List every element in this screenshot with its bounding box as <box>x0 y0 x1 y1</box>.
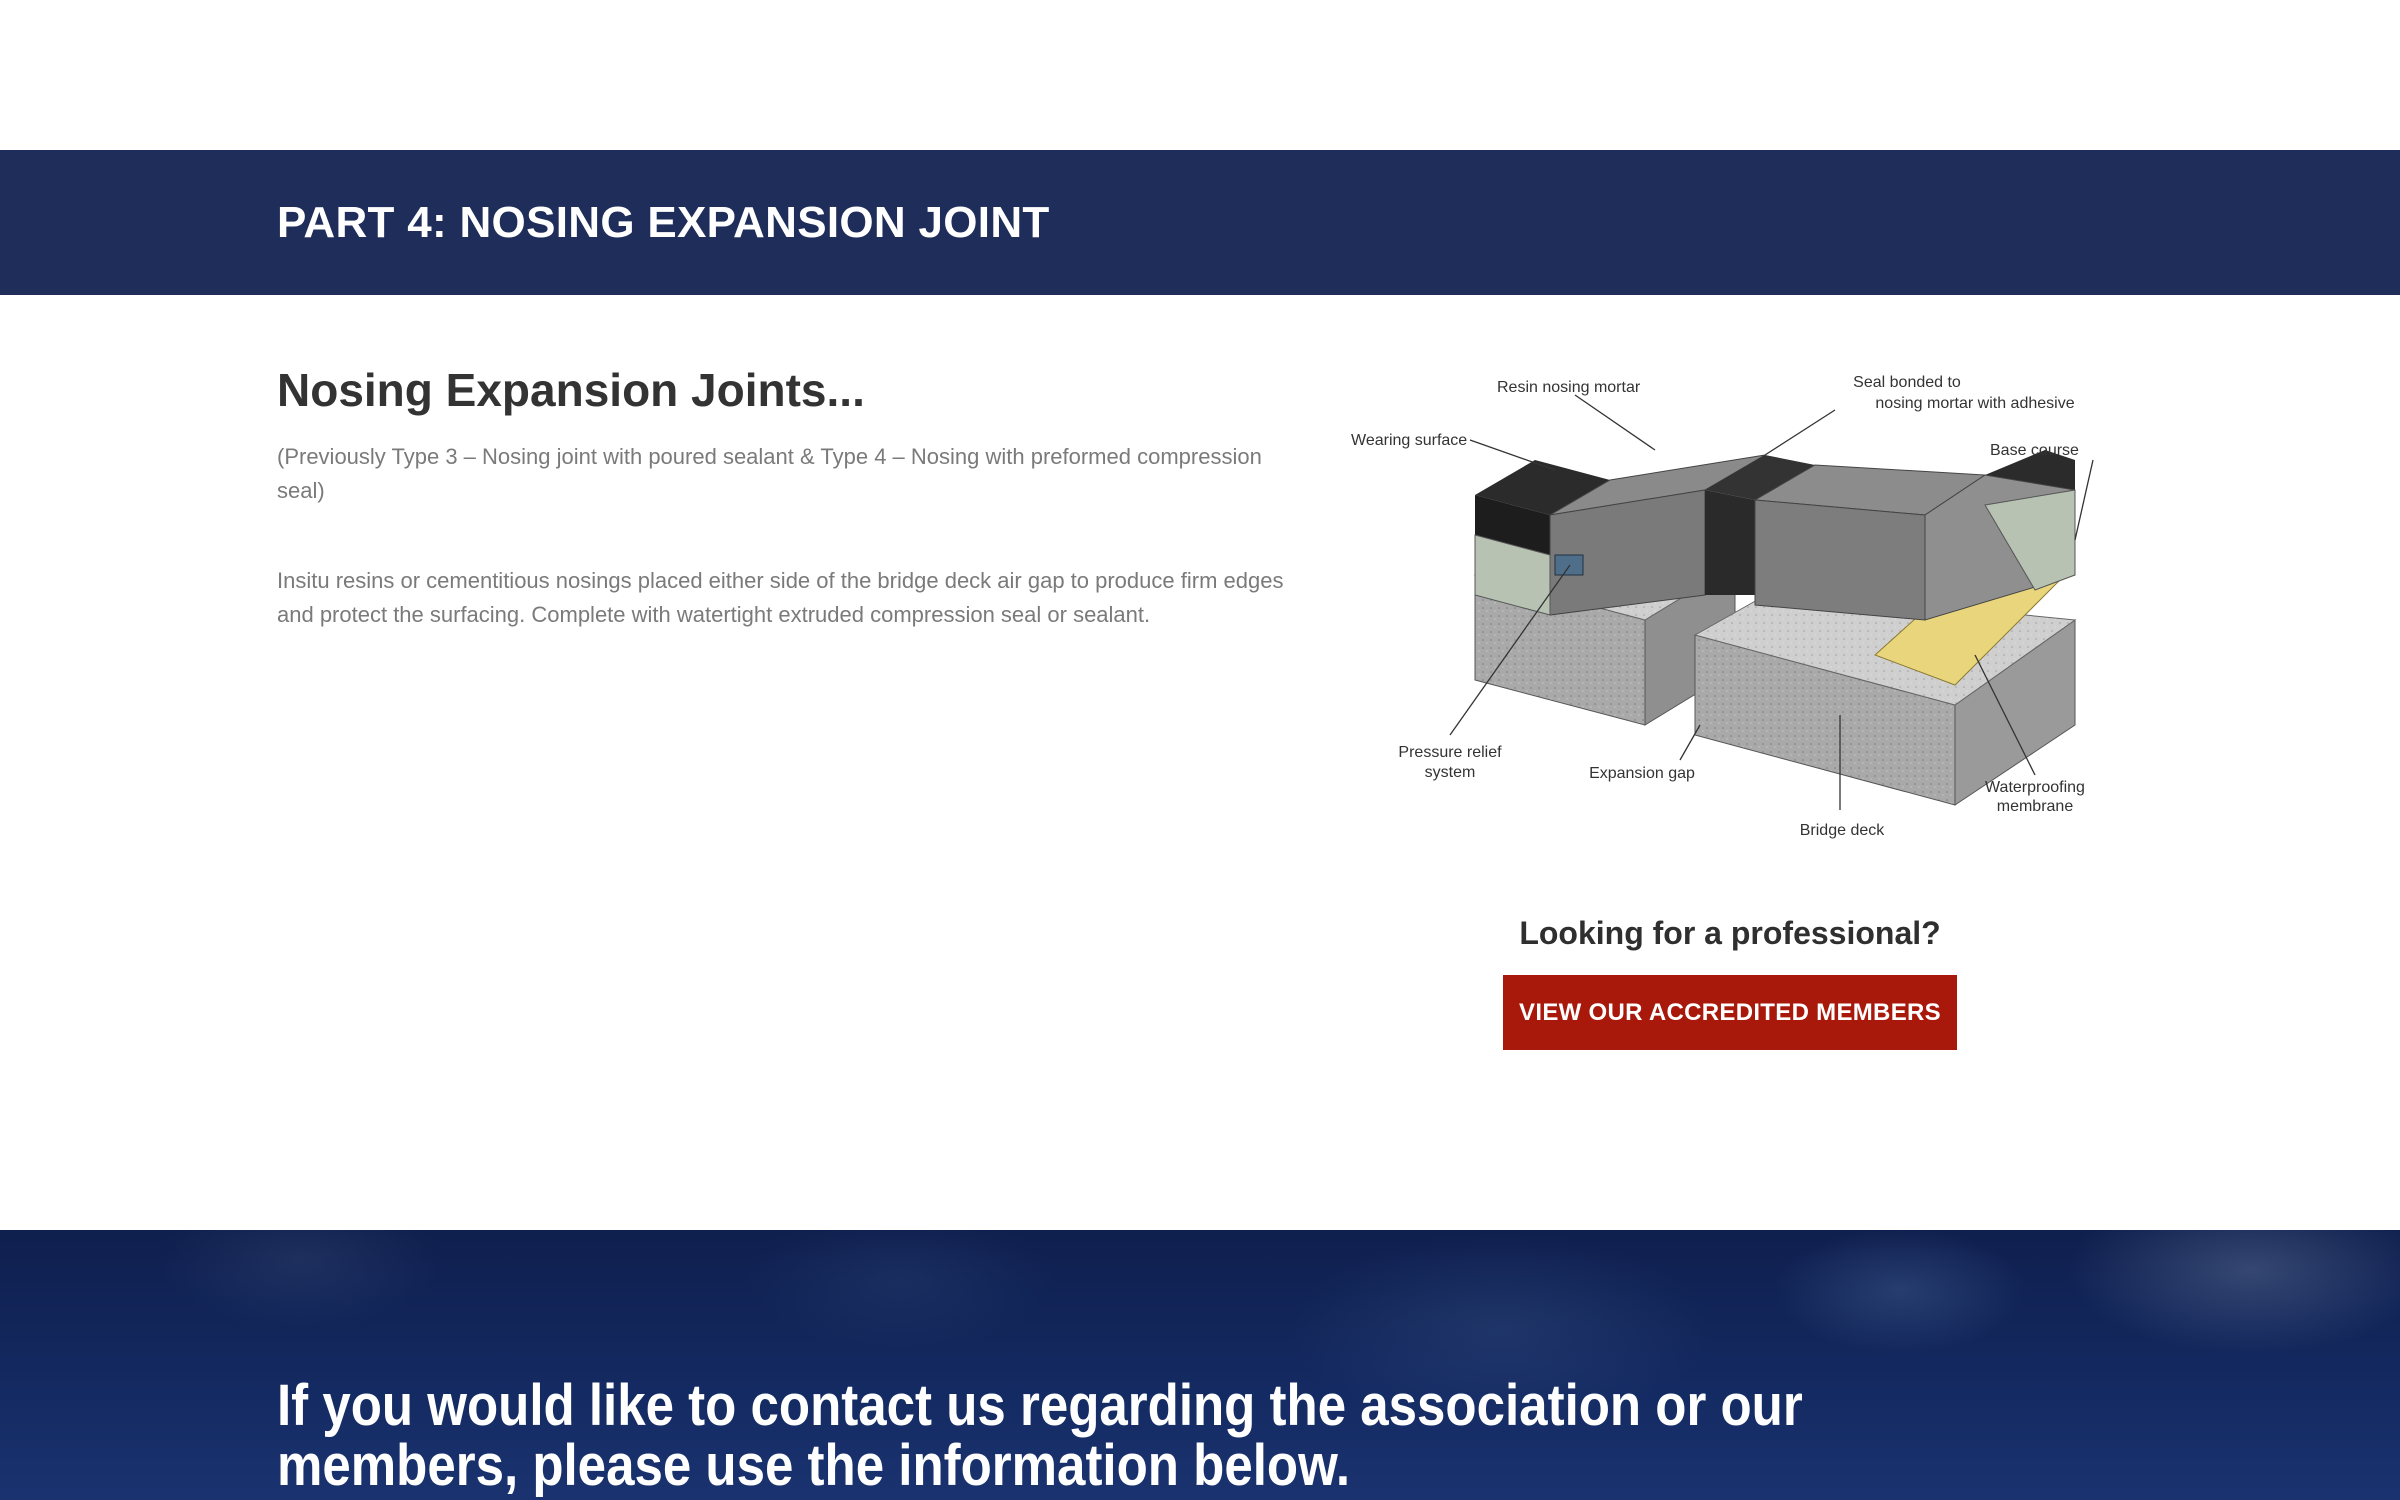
contact-heading: If you would like to contact us regardin… <box>277 1373 1803 1498</box>
label-seal-bonded-2: nosing mortar with adhesive <box>1875 395 2074 412</box>
section-heading: Nosing Expansion Joints... <box>277 364 865 416</box>
section-body: Insitu resins or cementitious nosings pl… <box>277 568 1284 628</box>
section-subtitle: (Previously Type 3 – Nosing joint with p… <box>277 444 1262 504</box>
label-base-course: Base course <box>1990 442 2079 459</box>
label-pressure-relief-2: system <box>1425 764 1476 781</box>
label-resin-nosing-mortar: Resin nosing mortar <box>1497 379 1641 396</box>
label-bridge-deck: Bridge deck <box>1800 822 1885 839</box>
top-whitespace <box>0 0 2400 150</box>
part-title: PART 4: NOSING EXPANSION JOINT <box>277 198 1050 247</box>
label-seal-bonded-1: Seal bonded to <box>1853 374 1961 391</box>
label-wearing-surface: Wearing surface <box>1351 432 1467 449</box>
label-waterproofing-2: membrane <box>1997 798 2074 815</box>
label-pressure-relief-1: Pressure relief <box>1398 744 1502 761</box>
cta-title: Looking for a professional? <box>1519 915 1941 951</box>
contact-section: If you would like to contact us regardin… <box>0 1230 2400 1500</box>
label-waterproofing-1: Waterproofing <box>1985 779 2085 796</box>
nosing-joint-diagram: Resin nosing mortar Seal bonded to nosin… <box>1345 365 2125 855</box>
diagram-illustration: Resin nosing mortar Seal bonded to nosin… <box>1351 374 2094 839</box>
text-column: Nosing Expansion Joints... (Previously T… <box>277 363 1302 632</box>
label-expansion-gap: Expansion gap <box>1589 765 1695 782</box>
view-accredited-members-button[interactable]: VIEW OUR ACCREDITED MEMBERS <box>1503 975 1957 1050</box>
part-banner: PART 4: NOSING EXPANSION JOINT <box>0 150 2400 295</box>
content-section: Nosing Expansion Joints... (Previously T… <box>0 295 2400 1230</box>
